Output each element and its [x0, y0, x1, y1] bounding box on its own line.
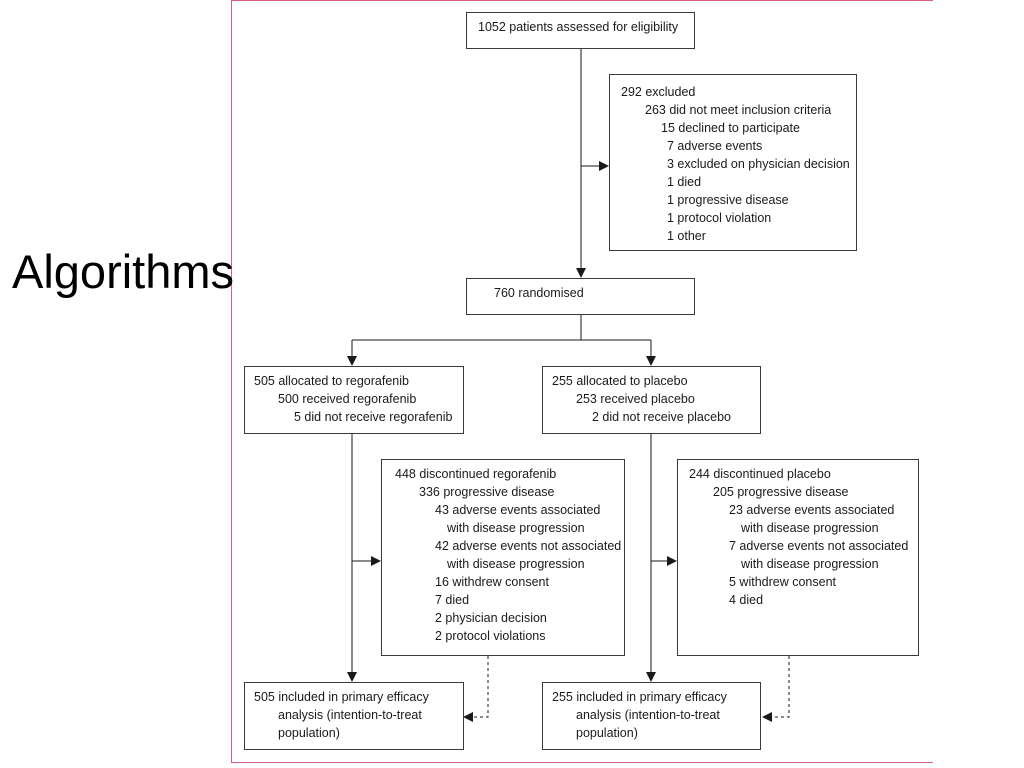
excluded-line: 1 progressive disease: [667, 193, 789, 207]
dashed-placebo-disc-to-itt: [762, 656, 790, 722]
excluded-line: 3 excluded on physician decision: [667, 157, 850, 171]
regorafenib-discontinued-box: 448 discontinued regorafenib 336 progres…: [381, 459, 625, 656]
regorafenib-alloc-line: 5 did not receive regorafenib: [294, 410, 453, 424]
excluded-line: 1 other: [667, 229, 706, 243]
regorafenib-disc-line: 2 protocol violations: [435, 629, 546, 643]
randomised-box: 760 randomised: [466, 278, 695, 315]
regorafenib-alloc-line: 505 allocated to regorafenib: [254, 374, 409, 388]
placebo-itt-box: 255 included in primary efficacy analysi…: [542, 682, 761, 750]
regorafenib-allocation-box: 505 allocated to regorafenib 500 receive…: [244, 366, 464, 434]
placebo-alloc-line: 255 allocated to placebo: [552, 374, 688, 388]
assessed-text: 1052 patients assessed for eligibility: [478, 20, 679, 34]
placebo-discontinued-box: 244 discontinued placebo 205 progressive…: [677, 459, 919, 656]
placebo-itt-line: 255 included in primary efficacy: [552, 690, 727, 704]
regorafenib-disc-line: 16 withdrew consent: [435, 575, 549, 589]
placebo-disc-line: with disease progression: [741, 521, 879, 535]
placebo-itt-line: analysis (intention-to-treat: [576, 708, 720, 722]
placebo-alloc-line: 2 did not receive placebo: [592, 410, 731, 424]
excluded-line: 7 adverse events: [667, 139, 763, 153]
regorafenib-disc-line: with disease progression: [447, 521, 585, 535]
excluded-line: 1 died: [667, 175, 702, 189]
excluded-line: 15 declined to participate: [661, 121, 800, 135]
placebo-disc-line: 244 discontinued placebo: [689, 467, 831, 481]
regorafenib-disc-line: 43 adverse events associated: [435, 503, 601, 517]
slide-title: Algorithms: [12, 245, 235, 298]
regorafenib-disc-line: 7 died: [435, 593, 470, 607]
regorafenib-disc-line: with disease progression: [447, 557, 585, 571]
excluded-line: 1 protocol violation: [667, 211, 772, 225]
regorafenib-itt-line: analysis (intention-to-treat: [278, 708, 422, 722]
figure-frame: [231, 0, 933, 763]
regorafenib-disc-line: 448 discontinued regorafenib: [395, 467, 557, 481]
regorafenib-disc-line: 42 adverse events not associated: [435, 539, 622, 553]
regorafenib-alloc-line: 500 received regorafenib: [278, 392, 417, 406]
placebo-disc-line: 4 died: [729, 593, 764, 607]
placebo-disc-line: 5 withdrew consent: [729, 575, 837, 589]
regorafenib-disc-line: 336 progressive disease: [419, 485, 555, 499]
excluded-line: 292 excluded: [621, 85, 696, 99]
placebo-disc-line: 205 progressive disease: [713, 485, 849, 499]
dashed-regorafenib-disc-to-itt: [463, 656, 489, 722]
assessed-box: 1052 patients assessed for eligibility: [466, 12, 695, 49]
regorafenib-itt-line: 505 included in primary efficacy: [254, 690, 429, 704]
regorafenib-disc-line: 2 physician decision: [435, 611, 547, 625]
excluded-box: 292 excluded 263 did not meet inclusion …: [609, 74, 857, 251]
placebo-itt-line: population): [576, 726, 638, 740]
placebo-disc-line: 23 adverse events associated: [729, 503, 895, 517]
randomised-text: 760 randomised: [494, 286, 584, 300]
placebo-disc-line: 7 adverse events not associated: [729, 539, 909, 553]
regorafenib-itt-box: 505 included in primary efficacy analysi…: [244, 682, 464, 750]
regorafenib-itt-line: population): [278, 726, 340, 740]
placebo-alloc-line: 253 received placebo: [576, 392, 695, 406]
placebo-allocation-box: 255 allocated to placebo 253 received pl…: [542, 366, 761, 434]
excluded-line: 263 did not meet inclusion criteria: [645, 103, 832, 117]
placebo-disc-line: with disease progression: [741, 557, 879, 571]
